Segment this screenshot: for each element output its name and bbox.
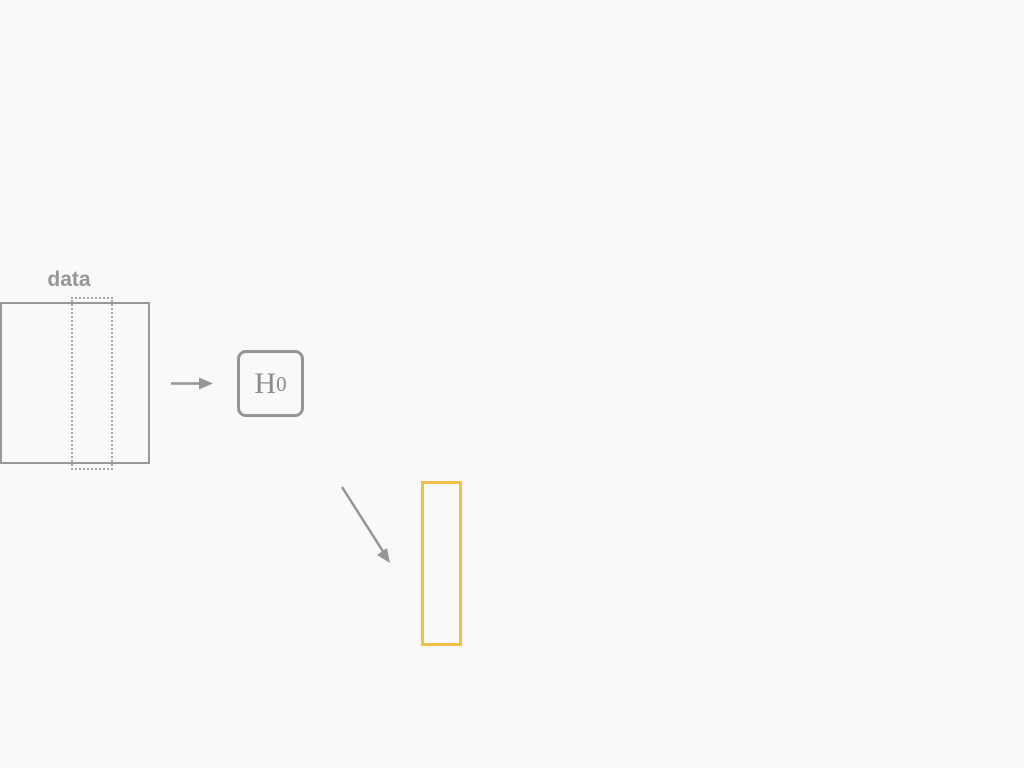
- data-matrix: [0, 302, 150, 464]
- data-to-hidden-arrow: [171, 377, 213, 390]
- hidden-to-output-arrow: [340, 486, 390, 563]
- output-column: [421, 481, 462, 646]
- data-column-slice: [71, 297, 113, 470]
- hidden-state-symbol: H: [254, 366, 277, 400]
- data-label: data: [47, 268, 91, 291]
